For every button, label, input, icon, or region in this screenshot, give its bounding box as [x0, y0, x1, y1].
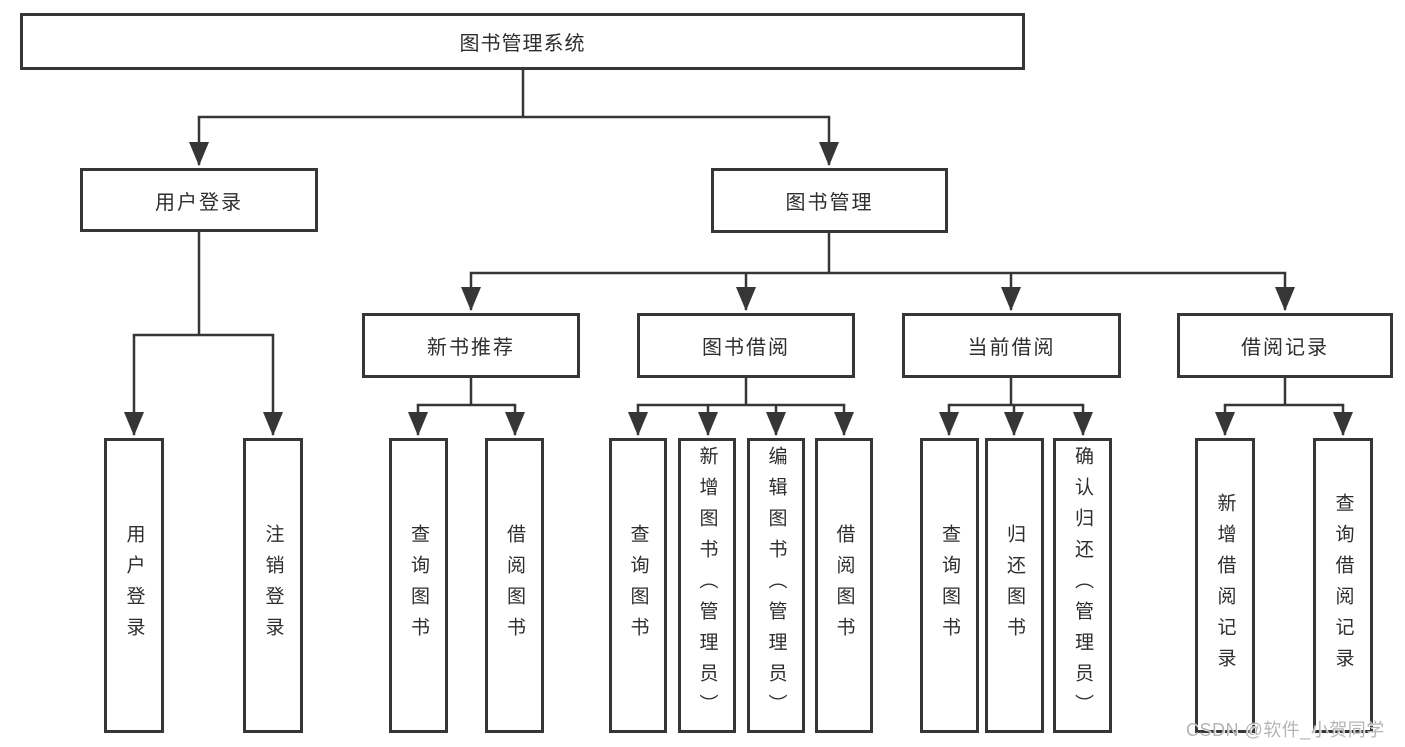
leaf-recommend-query-books: 查询图书	[389, 438, 448, 733]
leaf-borrowing-edit-books-admin: 编辑图书（管理员）	[747, 438, 805, 733]
leaf-records-query-record: 查询借阅记录	[1313, 438, 1373, 733]
node-book-management: 图书管理	[711, 168, 948, 233]
leaf-recommend-borrow-books: 借阅图书	[485, 438, 544, 733]
leaf-user-login: 用户登录	[104, 438, 164, 733]
leaf-current-confirm-return-admin: 确认归还（管理员）	[1053, 438, 1112, 733]
leaf-current-query-books: 查询图书	[920, 438, 979, 733]
leaf-logout: 注销登录	[243, 438, 303, 733]
node-user-login: 用户登录	[80, 168, 318, 232]
node-current-borrowing: 当前借阅	[902, 313, 1121, 378]
leaf-current-return-books: 归还图书	[985, 438, 1044, 733]
node-root-system: 图书管理系统	[20, 13, 1025, 70]
node-borrowing-records: 借阅记录	[1177, 313, 1393, 378]
csdn-watermark: CSDN @软件_小贺同学	[1186, 720, 1385, 740]
node-book-borrowing: 图书借阅	[637, 313, 855, 378]
leaf-borrowing-borrow-books: 借阅图书	[815, 438, 873, 733]
leaf-borrowing-add-books-admin: 新增图书（管理员）	[678, 438, 736, 733]
leaf-borrowing-query-books: 查询图书	[609, 438, 667, 733]
node-new-book-recommendation: 新书推荐	[362, 313, 580, 378]
leaf-records-add-record: 新增借阅记录	[1195, 438, 1255, 733]
